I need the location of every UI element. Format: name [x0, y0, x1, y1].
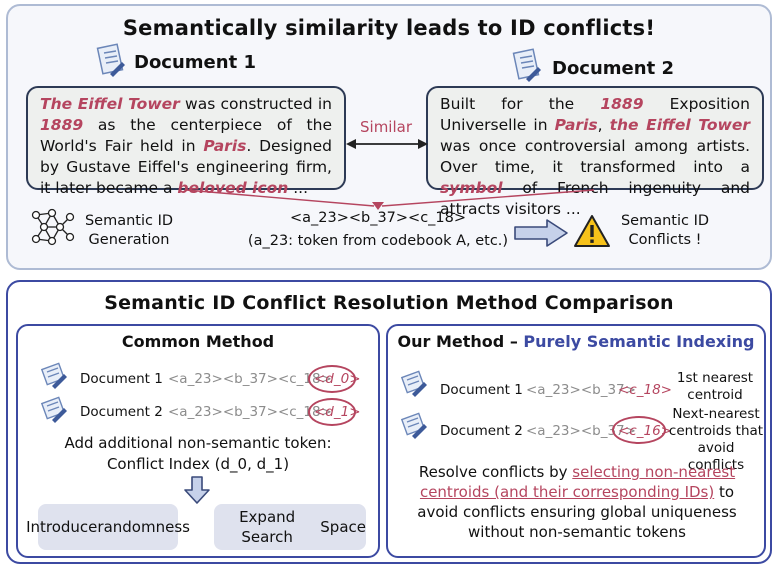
expand-search-line-1: Space [320, 518, 366, 536]
doc1-highlight-0: The Eiffel Tower [40, 95, 180, 113]
note1-line-0: 1st nearest [676, 370, 754, 386]
doc2-highlight-3: Paris [554, 116, 598, 134]
note2-line-2: avoid conflicts [687, 440, 745, 473]
generation-label-line-0: Semantic ID [84, 213, 174, 229]
doc1-text-7: ... [288, 179, 309, 197]
our-method-box: Our Method – Purely Semantic Indexing Do… [386, 324, 766, 558]
document-icon [400, 370, 427, 397]
common-method-box: Common Method Document 1 <a_23><b_37><c_… [16, 324, 380, 558]
arrow-right-icon [514, 219, 568, 247]
network-icon [31, 208, 75, 246]
ours-resolve-text: Resolve conflicts by selecting non-neare… [402, 462, 752, 542]
similar-label: Similar [360, 118, 412, 136]
note2-line-0: Next-nearest [672, 406, 760, 422]
doc1-highlight-6: beloved icon [177, 179, 289, 197]
doc2-text-6: was once controversial among artists. Ov… [440, 137, 750, 176]
doc2-text-8: of French ingenuity and attracts visitor… [440, 179, 750, 218]
note1-line-1: centroid [687, 387, 743, 403]
resolve-suffix: to avoid conflicts ensuring global uniqu… [417, 483, 737, 541]
conflict-label-line-0: Semantic ID [620, 213, 710, 229]
similar-double-arrow [346, 139, 428, 149]
common-row-1-highlight [308, 365, 356, 393]
document-2-text: Built for the 1889 Exposition Universell… [426, 86, 764, 218]
semantic-id-generation-label: Semantic ID Generation [74, 212, 184, 250]
randomness-line-0: Introduce [26, 518, 98, 536]
generation-label-line-1: Generation [88, 232, 170, 248]
expand-search-space-box: Expand Search Space [214, 504, 366, 550]
resolve-prefix: Resolve conflicts by [418, 463, 573, 481]
common-row-1-code: <a_23><b_37><c_18> [168, 371, 332, 387]
randomness-line-1: randomness [97, 518, 190, 536]
common-description-line-2: Conflict Index (d_0, d_1) [106, 455, 290, 473]
document-icon [400, 412, 427, 439]
doc1-highlight-2: 1889 [40, 116, 84, 134]
common-method-title: Common Method [121, 332, 275, 351]
common-row-2-extra: <d_1> [314, 404, 361, 420]
top-title: Semantically similarity leads to ID conf… [122, 16, 656, 40]
ours-row-1-doc: Document 1 [440, 382, 523, 398]
our-method-title: Our Method – Purely Semantic Indexing [388, 332, 764, 351]
doc1-text-1: was constructed in [179, 95, 332, 113]
doc2-text-0: Built for the [440, 95, 601, 113]
common-row-2-code: <a_23><b_37><c_18> [168, 404, 332, 420]
document-icon [96, 43, 125, 77]
arrow-down-icon [184, 476, 210, 504]
doc2-text-4: , [597, 116, 610, 134]
doc1-text-3: as the centerpiece of the World's Fair h… [40, 116, 332, 155]
common-description-line-1: Add additional non-semantic token: [64, 434, 332, 452]
doc1-highlight-4: Paris [203, 137, 247, 155]
doc2-highlight-1: 1889 [600, 95, 644, 113]
conflict-label-line-1: Conflicts ! [628, 232, 702, 248]
our-method-title-prefix: Our Method – [397, 332, 524, 351]
document-1-title: Document 1 [134, 52, 256, 73]
merge-connector [185, 189, 595, 210]
ours-row-2-code: <a_23><b_37> [526, 423, 636, 439]
doc1-text-5: . Designed by Gustave Eiffel's engineeri… [40, 137, 332, 197]
resolve-link: selecting non-nearest centroids (and the… [419, 463, 736, 501]
ours-row-2-doc: Document 2 [440, 423, 523, 439]
top-panel: Semantically similarity leads to ID conf… [6, 4, 772, 270]
common-row-1-extra: <d_0> [314, 371, 361, 387]
common-row-1-doc: Document 1 [80, 371, 163, 387]
document-icon [512, 48, 541, 82]
note2-line-1: centroids that [668, 423, 764, 439]
ours-row-2-extra: <c_16> [618, 423, 672, 439]
common-row-2-doc: Document 2 [80, 404, 163, 420]
ours-row-1-code: <a_23><b_37> [526, 382, 636, 398]
document-2-title: Document 2 [552, 58, 674, 79]
common-row-2-highlight [308, 398, 356, 426]
bottom-title: Semantic ID Conflict Resolution Method C… [104, 292, 674, 314]
semantic-id-conflicts-label: Semantic ID Conflicts ! [610, 212, 720, 250]
document-icon [40, 362, 67, 389]
doc2-highlight-5: the Eiffel Tower [609, 116, 750, 134]
warning-icon [574, 215, 610, 247]
document-1-text: The Eiffel Tower was constructed in 1889… [26, 86, 346, 197]
semantic-id-example: <a_23><b_37><c_18> [289, 210, 467, 226]
our-method-title-highlight: Purely Semantic Indexing [523, 332, 755, 351]
ours-row-2-highlight [612, 416, 666, 444]
doc2-highlight-7: symbol [440, 179, 503, 197]
semantic-id-note: (a_23: token from codebook A, etc.) [247, 233, 509, 249]
ours-row-1-extra: <c_18> [618, 382, 672, 398]
document-icon [40, 396, 67, 423]
bottom-panel: Semantic ID Conflict Resolution Method C… [6, 280, 772, 564]
expand-search-line-0: Expand Search [239, 508, 296, 546]
doc2-text-2: Exposition Universelle in [440, 95, 750, 134]
